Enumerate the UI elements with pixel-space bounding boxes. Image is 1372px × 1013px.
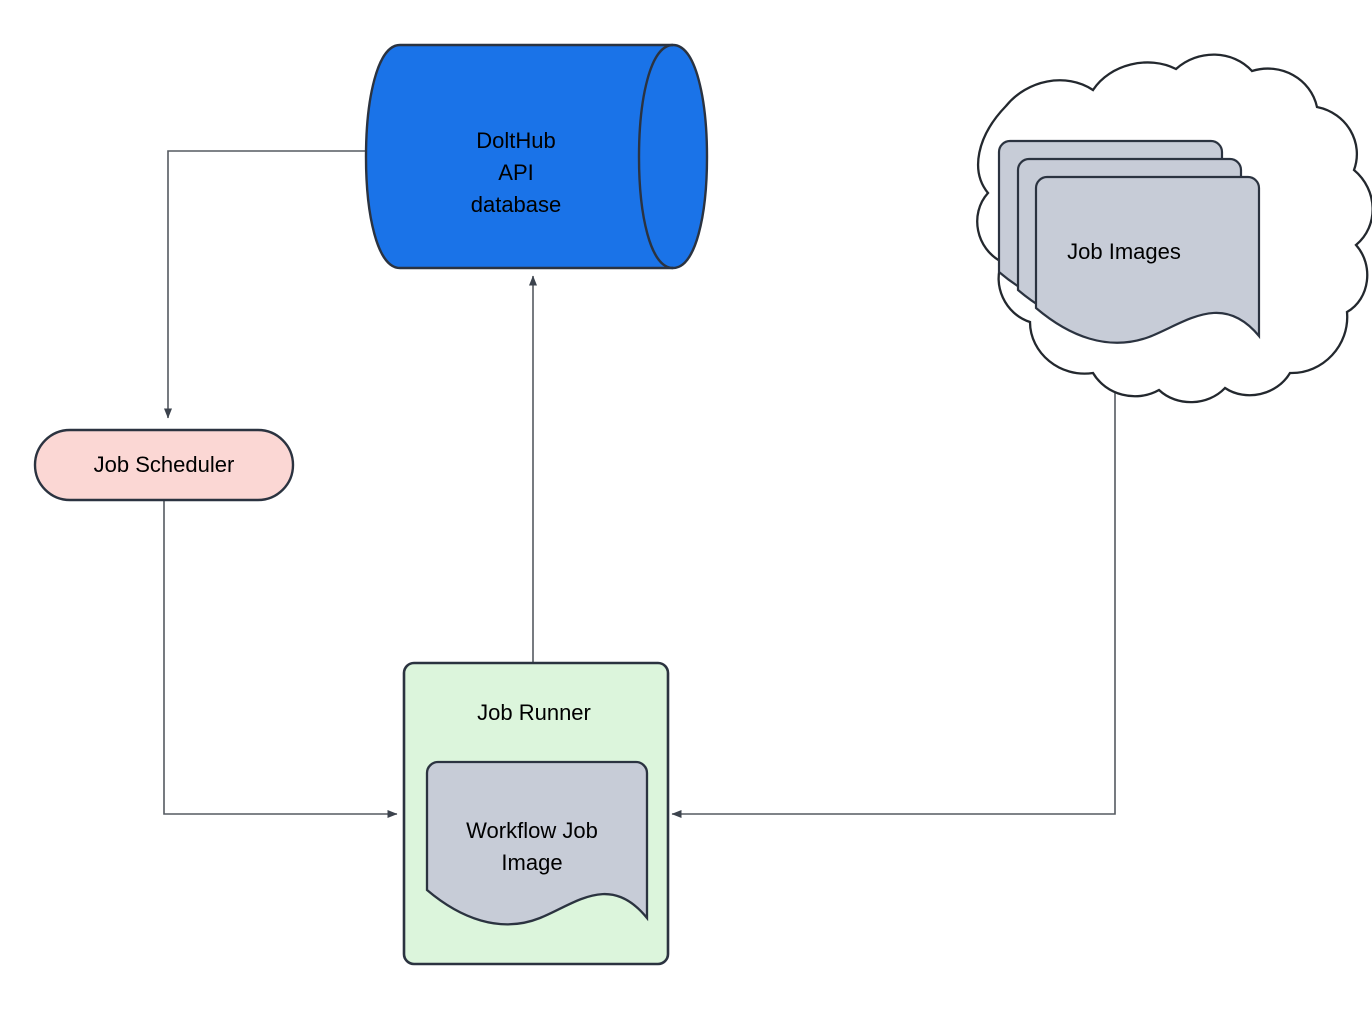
edge-scheduler-to-runner[interactable] [163, 500, 398, 818]
database-cylinder-cap [637, 43, 674, 270]
node-job-scheduler[interactable]: Job Scheduler [33, 428, 295, 502]
workflow-job-image-label-line2: Image [501, 850, 562, 875]
edge-database-to-scheduler-line [164, 150, 367, 419]
job-runner-label: Job Runner [477, 700, 591, 725]
job-scheduler-label: Job Scheduler [94, 452, 235, 477]
node-workflow-job-image[interactable]: Workflow Job Image [425, 760, 649, 926]
edge-database-to-scheduler[interactable] [164, 150, 367, 419]
job-scheduler-shape [33, 428, 295, 502]
database-cylinder-body [364, 43, 709, 270]
workflow-job-image-shape [425, 760, 649, 926]
job-images-doc-front [1034, 175, 1261, 344]
job-images-stack[interactable]: Job Images [997, 139, 1261, 344]
node-job-runner[interactable]: Job Runner Workflow Job Image [402, 661, 670, 966]
edge-cloud-to-runner[interactable] [671, 384, 1116, 818]
database-label-line2: API [498, 160, 533, 185]
database-label-line3: database [471, 192, 562, 217]
workflow-job-image-label-line1: Workflow Job [466, 818, 598, 843]
node-database[interactable]: DoltHub API database [364, 43, 709, 270]
database-label-line1: DoltHub [476, 128, 555, 153]
node-job-images-cloud[interactable]: Job Images [976, 53, 1372, 404]
edge-scheduler-to-runner-line [163, 500, 398, 818]
job-images-label: Job Images [1067, 239, 1181, 264]
edge-cloud-to-runner-line [671, 384, 1116, 818]
